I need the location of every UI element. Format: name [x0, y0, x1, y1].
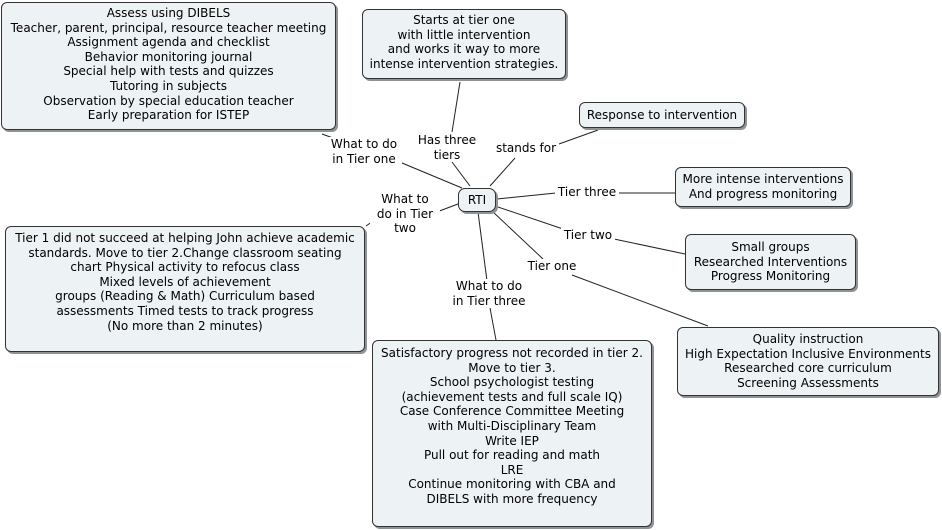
node-small-line: Researched Interventions	[693, 254, 848, 269]
node-tier1fail-line: groups (Reading & Math) Curriculum based	[55, 289, 315, 304]
connector-three-tiers-in	[451, 81, 461, 133]
node-tier1fail-line: assessments Timed tests to track progres…	[56, 303, 314, 318]
node-starts-line: with little intervention	[397, 27, 531, 42]
node-quality: Quality instruction High Expectation Inc…	[677, 327, 939, 396]
node-assess-line: Tutoring in subjects	[110, 78, 227, 93]
node-assess-line: Teacher, parent, principal, resource tea…	[10, 20, 327, 35]
node-assess-line: Assess using DIBELS	[106, 6, 231, 20]
node-rti-label: RTI	[467, 193, 487, 207]
link-label-tier-one: Tier one	[525, 259, 579, 274]
link-label-line: Has three	[417, 133, 477, 147]
link-label-tier-one-todo: What to do in Tier one	[326, 137, 402, 167]
node-tier1fail-line: Tier 1 did not succeed at helping John a…	[15, 231, 355, 245]
node-satisfactory-line: DIBELS with more frequency	[426, 491, 598, 506]
node-quality-line: High Expectation Inclusive Environments	[685, 346, 931, 361]
node-tier1fail-line: standards. Move to tier 2.Change classro…	[28, 245, 342, 260]
node-small-line: Progress Monitoring	[710, 269, 831, 284]
node-quality-line: Screening Assessments	[737, 375, 879, 390]
connector-three-tiers-out	[451, 161, 471, 187]
link-label-line: What to	[381, 192, 429, 206]
node-satisfactory-line: Pull out for reading and math	[423, 448, 601, 463]
node-intense-line: And progress monitoring	[688, 186, 838, 201]
node-response: Response to intervention	[579, 102, 745, 128]
node-satisfactory-line: School psychologist testing	[429, 375, 595, 390]
link-label-line: Tier two	[563, 228, 613, 242]
connector-tier-three-todo-in	[477, 211, 488, 282]
link-label-three-tiers: Has three tiers	[413, 133, 481, 163]
node-satisfactory-line: with Multi-Disciplinary Team	[427, 418, 597, 433]
connector-tier-three-todo-out	[489, 307, 497, 341]
node-tier1fail-line: chart Physical activity to refocus class	[70, 260, 300, 275]
node-satisfactory-line: (achievement tests and full scale IQ)	[401, 389, 623, 404]
node-quality-line: Researched core curriculum	[724, 361, 892, 376]
link-label-line: stands for	[495, 141, 557, 155]
node-starts-line: Starts at tier one	[413, 13, 515, 27]
node-rti: RTI	[458, 188, 496, 212]
node-satisfactory-line: Continue monitoring with CBA and	[408, 477, 616, 492]
node-intense: More intense interventions And progress …	[675, 167, 851, 207]
node-assess-line: Observation by special education teacher	[43, 93, 294, 108]
node-tier1fail-line: Mixed levels of achievement	[99, 274, 271, 289]
link-label-line: in Tier one	[332, 151, 396, 166]
connector-stands-for-in	[489, 157, 516, 187]
link-label-stands-for: stands for	[493, 141, 559, 156]
connector-tier-one-in	[491, 210, 544, 260]
node-assess-line: Assignment agenda and checklist	[67, 35, 270, 50]
node-tier1-fail: Tier 1 did not succeed at helping John a…	[5, 226, 365, 352]
node-starts: Starts at tier one with little intervent…	[362, 9, 566, 79]
node-intense-line: More intense interventions	[682, 172, 844, 186]
node-quality-line: Quality instruction	[752, 332, 864, 346]
link-label-line: Tier one	[527, 259, 577, 273]
link-label-tier-two: Tier two	[561, 228, 615, 243]
link-label-line: What to do	[455, 279, 523, 293]
link-label-line: in Tier three	[452, 293, 526, 308]
node-starts-line: and works it way to more	[387, 42, 541, 57]
node-starts-line: intense intervention strategies.	[369, 56, 559, 71]
link-label-tier-three-todo: What to do in Tier three	[446, 279, 532, 309]
connector-tier-three-in	[496, 192, 557, 200]
connector-tier-two-out	[613, 238, 686, 255]
connector-tier-one-todo-out	[389, 157, 463, 189]
link-label-line: What to do	[330, 137, 398, 151]
node-small-groups: Small groups Researched Interventions Pr…	[685, 234, 856, 290]
node-assess-line: Special help with tests and quizzes	[63, 64, 274, 79]
node-satisfactory-line: Case Conference Committee Meeting	[399, 404, 625, 419]
node-satisfactory-line: Write IEP	[485, 433, 539, 448]
node-small-line: Small groups	[731, 240, 810, 254]
connector-tier-one-out	[571, 274, 709, 327]
link-label-line: Tier three	[557, 185, 617, 199]
link-label-tier-two-todo: What to do in Tier two	[370, 192, 440, 236]
link-label-tier-three: Tier three	[555, 185, 619, 200]
link-label-line: two	[394, 221, 416, 236]
node-assess-line: Early preparation for ISTEP	[87, 108, 250, 123]
link-label-line: do in Tier	[376, 206, 434, 221]
node-satisfactory-line: LRE	[500, 462, 524, 477]
connector-tier-two-in	[494, 205, 564, 230]
node-assess-line: Behavior monitoring journal	[84, 49, 253, 64]
connector-stands-for-out	[558, 129, 599, 145]
node-assess: Assess using DIBELS Teacher, parent, pri…	[1, 2, 336, 130]
node-satisfactory: Satisfactory progress not recorded in ti…	[372, 340, 652, 527]
node-satisfactory-line: Move to tier 3.	[468, 360, 556, 375]
node-satisfactory-line: Satisfactory progress not recorded in ti…	[381, 346, 643, 360]
link-label-line: tiers	[433, 147, 461, 162]
node-response-line: Response to intervention	[586, 108, 738, 122]
node-tier1fail-line: (No more than 2 minutes)	[107, 318, 263, 333]
